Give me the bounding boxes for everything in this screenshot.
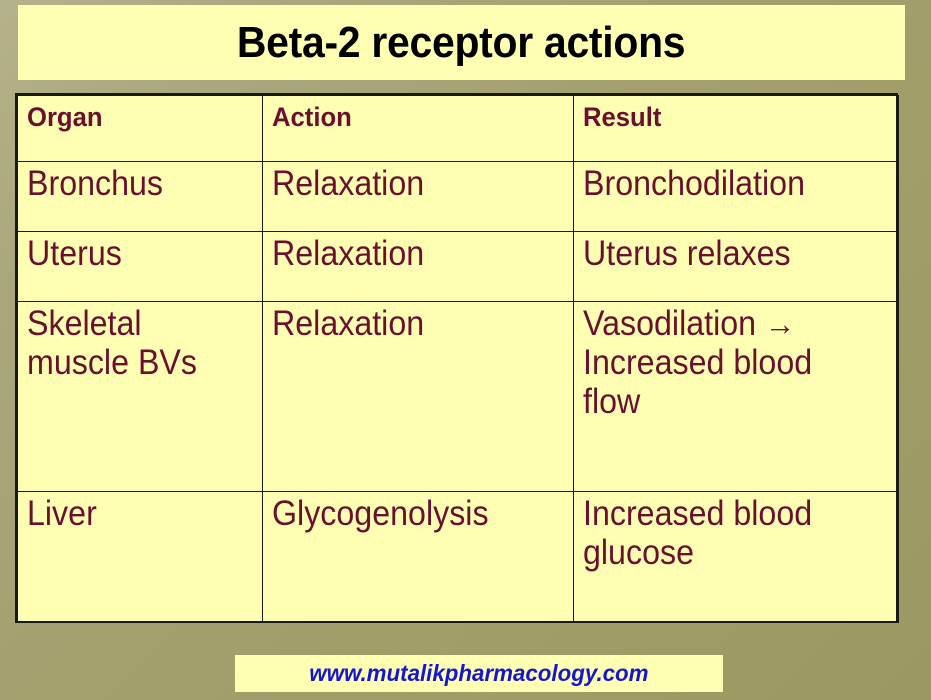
cell-action-text: Relaxation bbox=[272, 234, 425, 273]
cell-result-text-after: Increased blood flow bbox=[583, 343, 813, 422]
cell-organ-text: Bronchus bbox=[27, 164, 164, 203]
title-banner: Beta-2 receptor actions bbox=[18, 5, 905, 80]
footer-banner: www.mutalikpharmacology.com bbox=[235, 655, 723, 692]
cell-action: Relaxation bbox=[262, 161, 574, 232]
cell-organ: Bronchus bbox=[17, 161, 263, 232]
cell-action-text: Relaxation bbox=[272, 164, 425, 203]
table-row: Liver Glycogenolysis Increased blood glu… bbox=[17, 491, 899, 623]
column-header-result-label: Result bbox=[583, 102, 662, 132]
table-header-row: Organ Action Result bbox=[17, 95, 899, 162]
cell-organ: Uterus bbox=[17, 231, 263, 302]
cell-action: Relaxation bbox=[262, 231, 574, 302]
website-url: www.mutalikpharmacology.com bbox=[309, 660, 649, 686]
column-header-organ-label: Organ bbox=[27, 102, 103, 132]
cell-organ-text: Liver bbox=[27, 494, 97, 533]
column-header-action-label: Action bbox=[272, 102, 352, 132]
cell-result-text: Bronchodilation bbox=[583, 164, 805, 203]
cell-organ-text: Skeletal muscle BVs bbox=[27, 304, 197, 383]
cell-action-text: Glycogenolysis bbox=[272, 494, 489, 533]
right-arrow-icon: → bbox=[765, 305, 796, 342]
beta2-actions-table-container: Organ Action Result Bronchus Relaxation bbox=[15, 93, 899, 623]
cell-organ-text: Uterus bbox=[27, 234, 122, 273]
cell-result-text: Uterus relaxes bbox=[583, 234, 791, 273]
column-header-organ: Organ bbox=[17, 95, 263, 162]
cell-result-text-before: Vasodilation bbox=[583, 304, 766, 343]
cell-result: Bronchodilation bbox=[573, 161, 899, 232]
table-row: Uterus Relaxation Uterus relaxes bbox=[17, 231, 899, 302]
cell-organ: Skeletal muscle BVs bbox=[17, 301, 263, 492]
column-header-action: Action bbox=[262, 95, 574, 162]
cell-action-text: Relaxation bbox=[272, 304, 425, 343]
beta2-actions-table: Organ Action Result Bronchus Relaxation bbox=[17, 95, 899, 623]
cell-result-text-composite: Vasodilation → Increased blood flow bbox=[583, 304, 873, 422]
cell-action: Relaxation bbox=[262, 301, 574, 492]
cell-result: Uterus relaxes bbox=[573, 231, 899, 302]
cell-organ: Liver bbox=[17, 491, 263, 623]
cell-result: Vasodilation → Increased blood flow bbox=[573, 301, 899, 492]
table-row: Skeletal muscle BVs Relaxation Vasodilat… bbox=[17, 301, 899, 492]
cell-result: Increased blood glucose bbox=[573, 491, 899, 623]
cell-result-text: Increased blood glucose bbox=[583, 494, 813, 573]
column-header-result: Result bbox=[573, 95, 899, 162]
table-row: Bronchus Relaxation Bronchodilation bbox=[17, 161, 899, 232]
page-title: Beta-2 receptor actions bbox=[237, 17, 686, 67]
cell-action: Glycogenolysis bbox=[262, 491, 574, 623]
